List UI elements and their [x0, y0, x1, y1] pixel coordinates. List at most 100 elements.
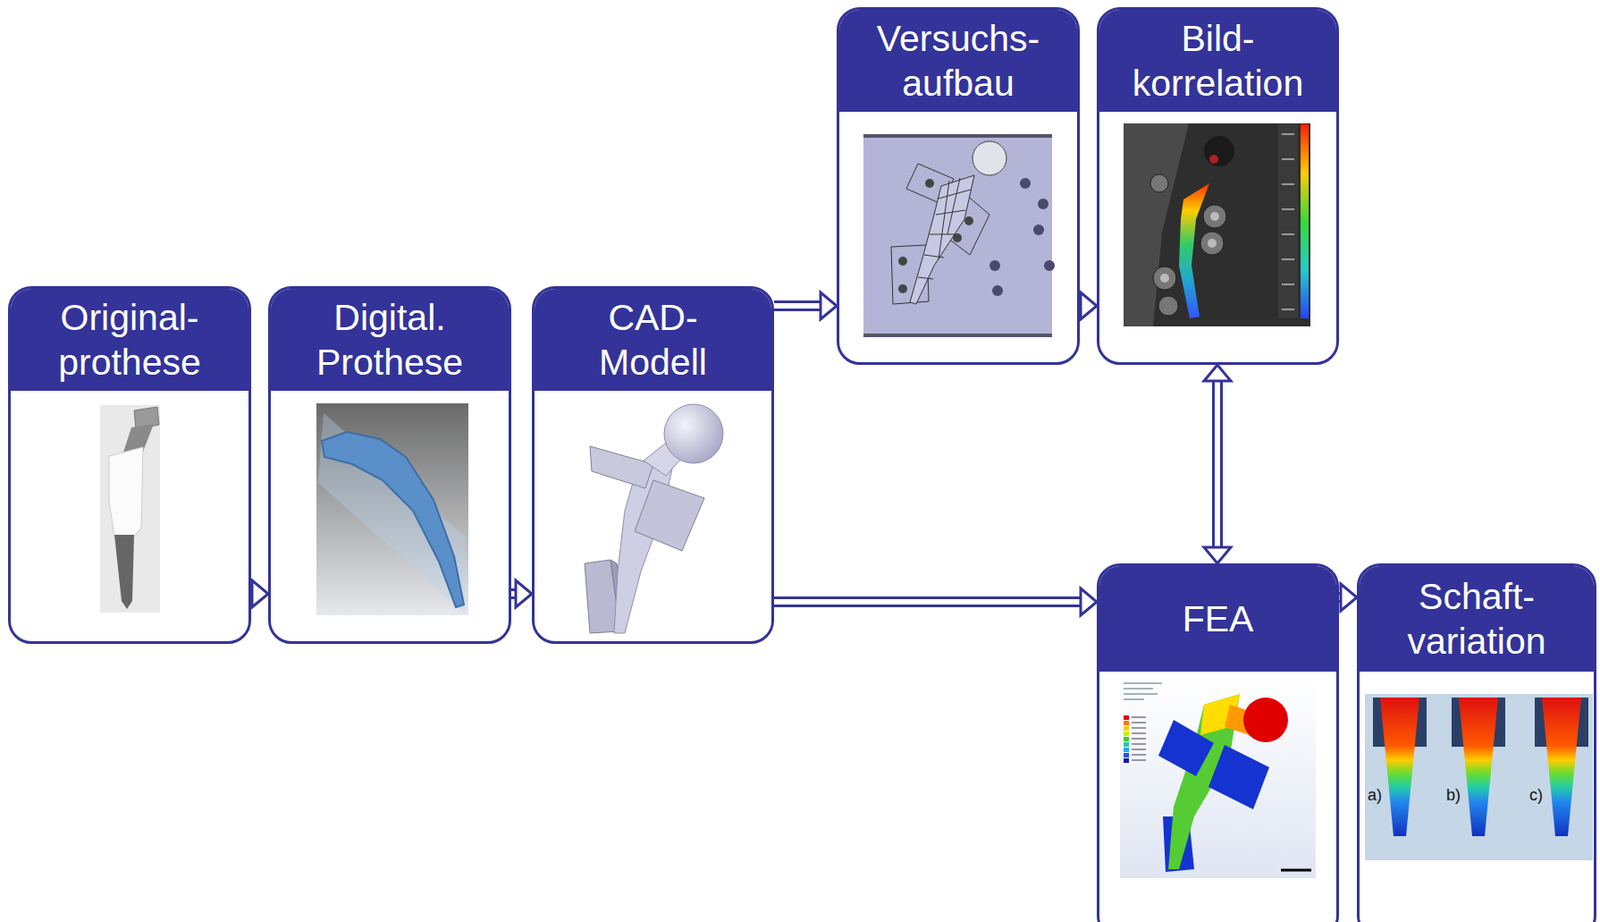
double-arrow	[1338, 583, 1357, 611]
box-header: CAD- Modell	[534, 288, 772, 391]
scan-volume	[318, 412, 465, 614]
arrowhead	[1204, 547, 1231, 564]
box-title: Schaft- variation	[1407, 573, 1547, 664]
box-title: Digital. Prothese	[316, 294, 464, 385]
arrowhead	[820, 292, 837, 320]
stem-variant	[1380, 697, 1420, 836]
screw	[898, 256, 908, 266]
box-body	[839, 111, 1078, 123]
screw	[898, 284, 908, 294]
fea-ground	[1120, 677, 1316, 878]
hole	[1019, 177, 1031, 189]
arrow-shaft-inner	[774, 303, 823, 309]
box-body	[534, 390, 772, 402]
hole	[1033, 224, 1045, 236]
box-header: Digital. Prothese	[270, 288, 509, 391]
subfigure-label: c)	[1529, 785, 1543, 804]
screw	[925, 178, 935, 188]
process-box: CAD- Modell	[531, 286, 775, 644]
hole	[992, 285, 1003, 296]
arrowhead	[252, 580, 269, 607]
box-title: Original- prothese	[58, 294, 202, 385]
arrow-shaft	[1212, 378, 1223, 549]
cad-model	[584, 404, 724, 633]
stem-variant	[1541, 697, 1582, 836]
hole	[1044, 260, 1055, 271]
process-box: Original- prothese	[8, 286, 252, 644]
box-header: Bild- korrelation	[1099, 9, 1337, 112]
legend-chip	[1123, 757, 1129, 763]
legend-lines	[1131, 716, 1146, 760]
double-arrow	[774, 588, 1097, 615]
header-lines	[1123, 682, 1163, 699]
fea-left-block	[1158, 719, 1214, 776]
test-setup-image	[863, 134, 1055, 337]
bolt-center	[1210, 211, 1220, 221]
bolt	[1200, 231, 1224, 255]
bolt	[1158, 295, 1179, 316]
fea-head	[1243, 697, 1289, 742]
box-body	[1099, 671, 1337, 683]
legend-chip	[1123, 741, 1129, 747]
legend-chip	[1123, 752, 1129, 758]
scale-bar	[1280, 868, 1312, 872]
coated-stem	[109, 446, 144, 537]
legend-chip	[1123, 720, 1129, 725]
process-box: Schaft- variation	[1356, 563, 1597, 922]
upper-block	[589, 446, 654, 489]
right-block	[634, 480, 705, 551]
ball-glint	[1209, 154, 1219, 164]
legend-chip	[1123, 747, 1129, 752]
legend-chip	[1123, 736, 1129, 742]
bolt-center	[1160, 273, 1170, 283]
wireframe-stem	[909, 175, 975, 304]
arrowhead	[1204, 364, 1231, 381]
hole	[989, 260, 1001, 271]
hole	[1037, 198, 1049, 210]
arrow-shaft	[774, 300, 823, 312]
double-arrow	[774, 292, 837, 320]
process-box: Digital. Prothese	[268, 286, 512, 644]
box-body	[270, 390, 509, 402]
bolt	[1203, 204, 1227, 228]
displacement-field	[1178, 183, 1210, 319]
box-body	[1359, 671, 1594, 683]
screw	[964, 216, 974, 226]
arrowhead	[1340, 583, 1357, 611]
ball-head	[1204, 135, 1235, 167]
setup-ground	[863, 134, 1053, 337]
process-box: Versuchs- aufbau	[836, 7, 1080, 365]
arrowhead	[515, 580, 532, 607]
box-body	[1099, 111, 1337, 123]
legend-chip	[1123, 715, 1129, 720]
arrowhead	[1080, 588, 1097, 615]
box-header: Versuchs- aufbau	[839, 9, 1078, 112]
process-box: Bild- korrelation	[1096, 7, 1339, 365]
arrowhead	[1080, 292, 1097, 320]
image-correlation-photo	[1123, 123, 1311, 327]
bolt-center	[1207, 238, 1217, 248]
fea-right-block	[1208, 744, 1270, 809]
bolt	[1150, 174, 1169, 193]
arrow-shaft-inner	[774, 598, 1083, 605]
double-arrow	[1079, 292, 1097, 320]
setup-edge	[863, 134, 1053, 138]
fea-image	[1120, 677, 1316, 878]
photo-ground	[100, 404, 160, 613]
photo-ground	[1123, 123, 1311, 327]
scanned-stem	[321, 431, 464, 607]
box-title: CAD- Modell	[598, 294, 708, 385]
setup-edge	[863, 333, 1053, 337]
double-arrow	[511, 580, 532, 607]
scan-ground	[316, 403, 469, 615]
box-title: Versuchs- aufbau	[876, 16, 1040, 106]
prosthesis-photo	[100, 404, 160, 613]
color-scale	[1300, 124, 1309, 319]
cad-head	[664, 404, 724, 464]
mesh-lines	[917, 177, 971, 279]
box-header: Schaft- variation	[1359, 565, 1594, 672]
